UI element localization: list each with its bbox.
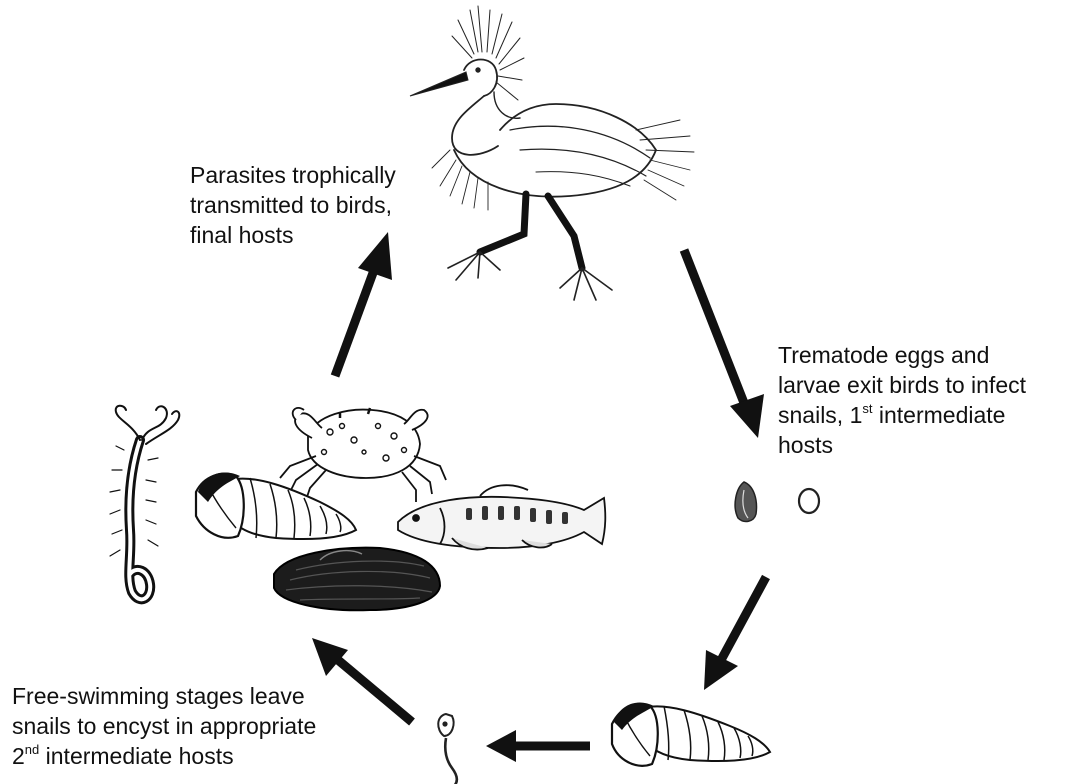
arrow-up-to-bird [335, 232, 392, 376]
polychaete-worm-icon [110, 406, 179, 600]
label-eggs-line-2: larvae exit birds to infect [778, 370, 1026, 400]
label-eggs-line-4: hosts [778, 430, 1026, 460]
label-swim-line-3-post: intermediate hosts [39, 743, 233, 769]
label-birds-line-2: transmitted to birds, [190, 190, 396, 220]
snail-2-icon [196, 473, 356, 540]
crab-icon [280, 408, 446, 502]
snail-icon [612, 703, 770, 766]
egg-icon [799, 489, 819, 513]
arrow-to-second-hosts [312, 638, 412, 722]
cercaria-icon [438, 714, 457, 784]
label-eggs-line-3-post: intermediate [873, 402, 1006, 428]
label-swim-line-3: 2nd intermediate hosts [12, 741, 316, 771]
arrow-snail-to-cercaria [486, 730, 590, 762]
fish-icon [398, 485, 605, 549]
label-free-swimming-stages: Free-swimming stages leave snails to enc… [12, 681, 316, 771]
label-swim-line-1: Free-swimming stages leave [12, 681, 316, 711]
arrow-bird-to-eggs [684, 250, 764, 438]
label-birds-line-3: final hosts [190, 220, 396, 250]
label-eggs-line-3-sup: st [862, 401, 872, 416]
egret-icon [410, 6, 694, 300]
label-swim-line-3-sup: nd [25, 742, 39, 757]
label-birds-line-1: Parasites trophically [190, 160, 396, 190]
label-eggs-line-3-pre: snails, 1 [778, 402, 862, 428]
label-eggs-line-1: Trematode eggs and [778, 340, 1026, 370]
label-eggs-line-3: snails, 1st intermediate [778, 400, 1026, 430]
larva-icon [735, 482, 756, 521]
mussel-icon [274, 548, 440, 611]
label-eggs-first-hosts: Trematode eggs and larvae exit birds to … [778, 340, 1026, 460]
label-birds-final-hosts: Parasites trophically transmitted to bir… [190, 160, 396, 250]
arrow-eggs-to-snail [704, 577, 766, 690]
label-swim-line-2: snails to encyst in appropriate [12, 711, 316, 741]
label-swim-line-3-pre: 2 [12, 743, 25, 769]
